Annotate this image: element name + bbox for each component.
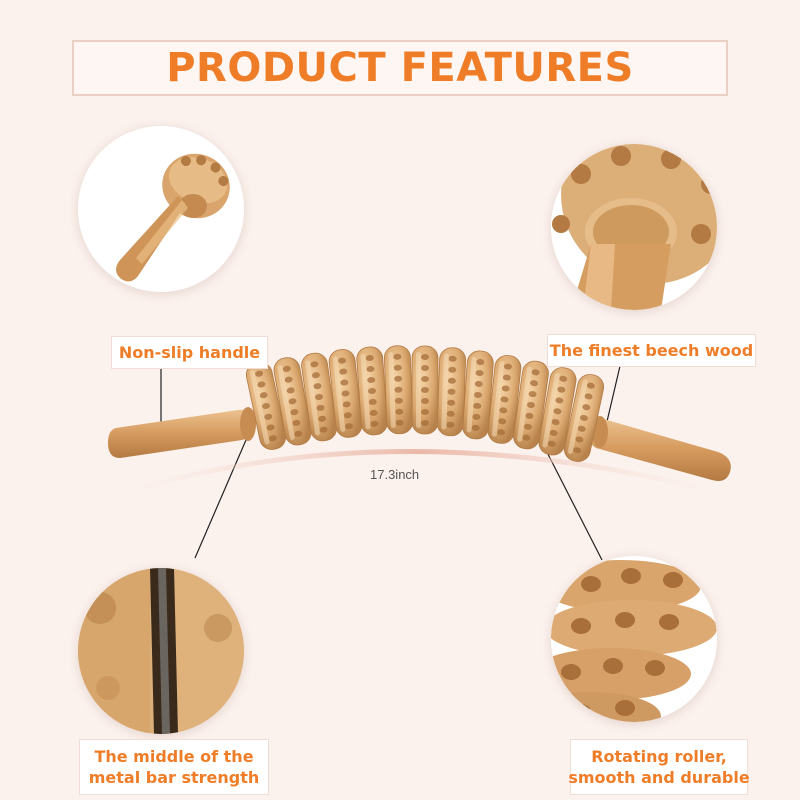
label-non-slip-handle-text: Non-slip handle bbox=[118, 343, 261, 362]
roller-segment bbox=[301, 352, 337, 442]
label-beech-wood: The finest beech wood bbox=[547, 334, 756, 367]
beech-wood-closeup-image bbox=[551, 144, 717, 310]
title-banner: PRODUCT FEATURES bbox=[72, 40, 728, 96]
length-measurement: 17.3inch bbox=[370, 467, 420, 482]
label-non-slip-handle: Non-slip handle bbox=[111, 336, 268, 369]
roller-segment bbox=[383, 345, 414, 435]
roller-segment bbox=[513, 360, 549, 450]
label-metal-bar-line2: metal bar strength bbox=[88, 768, 260, 787]
label-beech-wood-text: The finest beech wood bbox=[549, 341, 754, 360]
detail-circle-metal-bar bbox=[78, 568, 244, 734]
roller-segment bbox=[273, 357, 312, 446]
handle-closeup-image bbox=[78, 126, 244, 292]
detail-circle-beech-wood bbox=[551, 144, 717, 310]
roller-segment bbox=[538, 367, 577, 456]
callout-line-top-right bbox=[604, 365, 621, 431]
callout-line-bottom-left bbox=[194, 439, 247, 559]
metal-bar-closeup-image bbox=[78, 568, 244, 734]
roller-segment bbox=[411, 345, 439, 435]
roller-segment bbox=[436, 347, 467, 437]
label-rotating-roller-line2: smooth and durable bbox=[568, 768, 750, 787]
page-title: PRODUCT FEATURES bbox=[166, 45, 634, 91]
detail-circle-handle bbox=[78, 126, 244, 292]
roller-closeup-image bbox=[551, 556, 717, 722]
roller-segment bbox=[356, 346, 388, 436]
label-metal-bar-line1: The middle of the bbox=[94, 747, 254, 766]
rollers bbox=[245, 345, 605, 462]
roller-segment bbox=[245, 362, 287, 450]
measurement-arc bbox=[139, 449, 701, 491]
roller-segment bbox=[462, 350, 494, 440]
roller-segment bbox=[563, 374, 605, 462]
label-metal-bar: The middle of the metal bar strength bbox=[79, 739, 269, 795]
label-rotating-roller-line1: Rotating roller, bbox=[591, 747, 727, 766]
roller-segment bbox=[328, 349, 363, 438]
label-rotating-roller: Rotating roller, smooth and durable bbox=[568, 739, 750, 795]
detail-circle-roller bbox=[551, 556, 717, 722]
roller-segment bbox=[487, 355, 522, 444]
left-handle bbox=[108, 407, 256, 458]
